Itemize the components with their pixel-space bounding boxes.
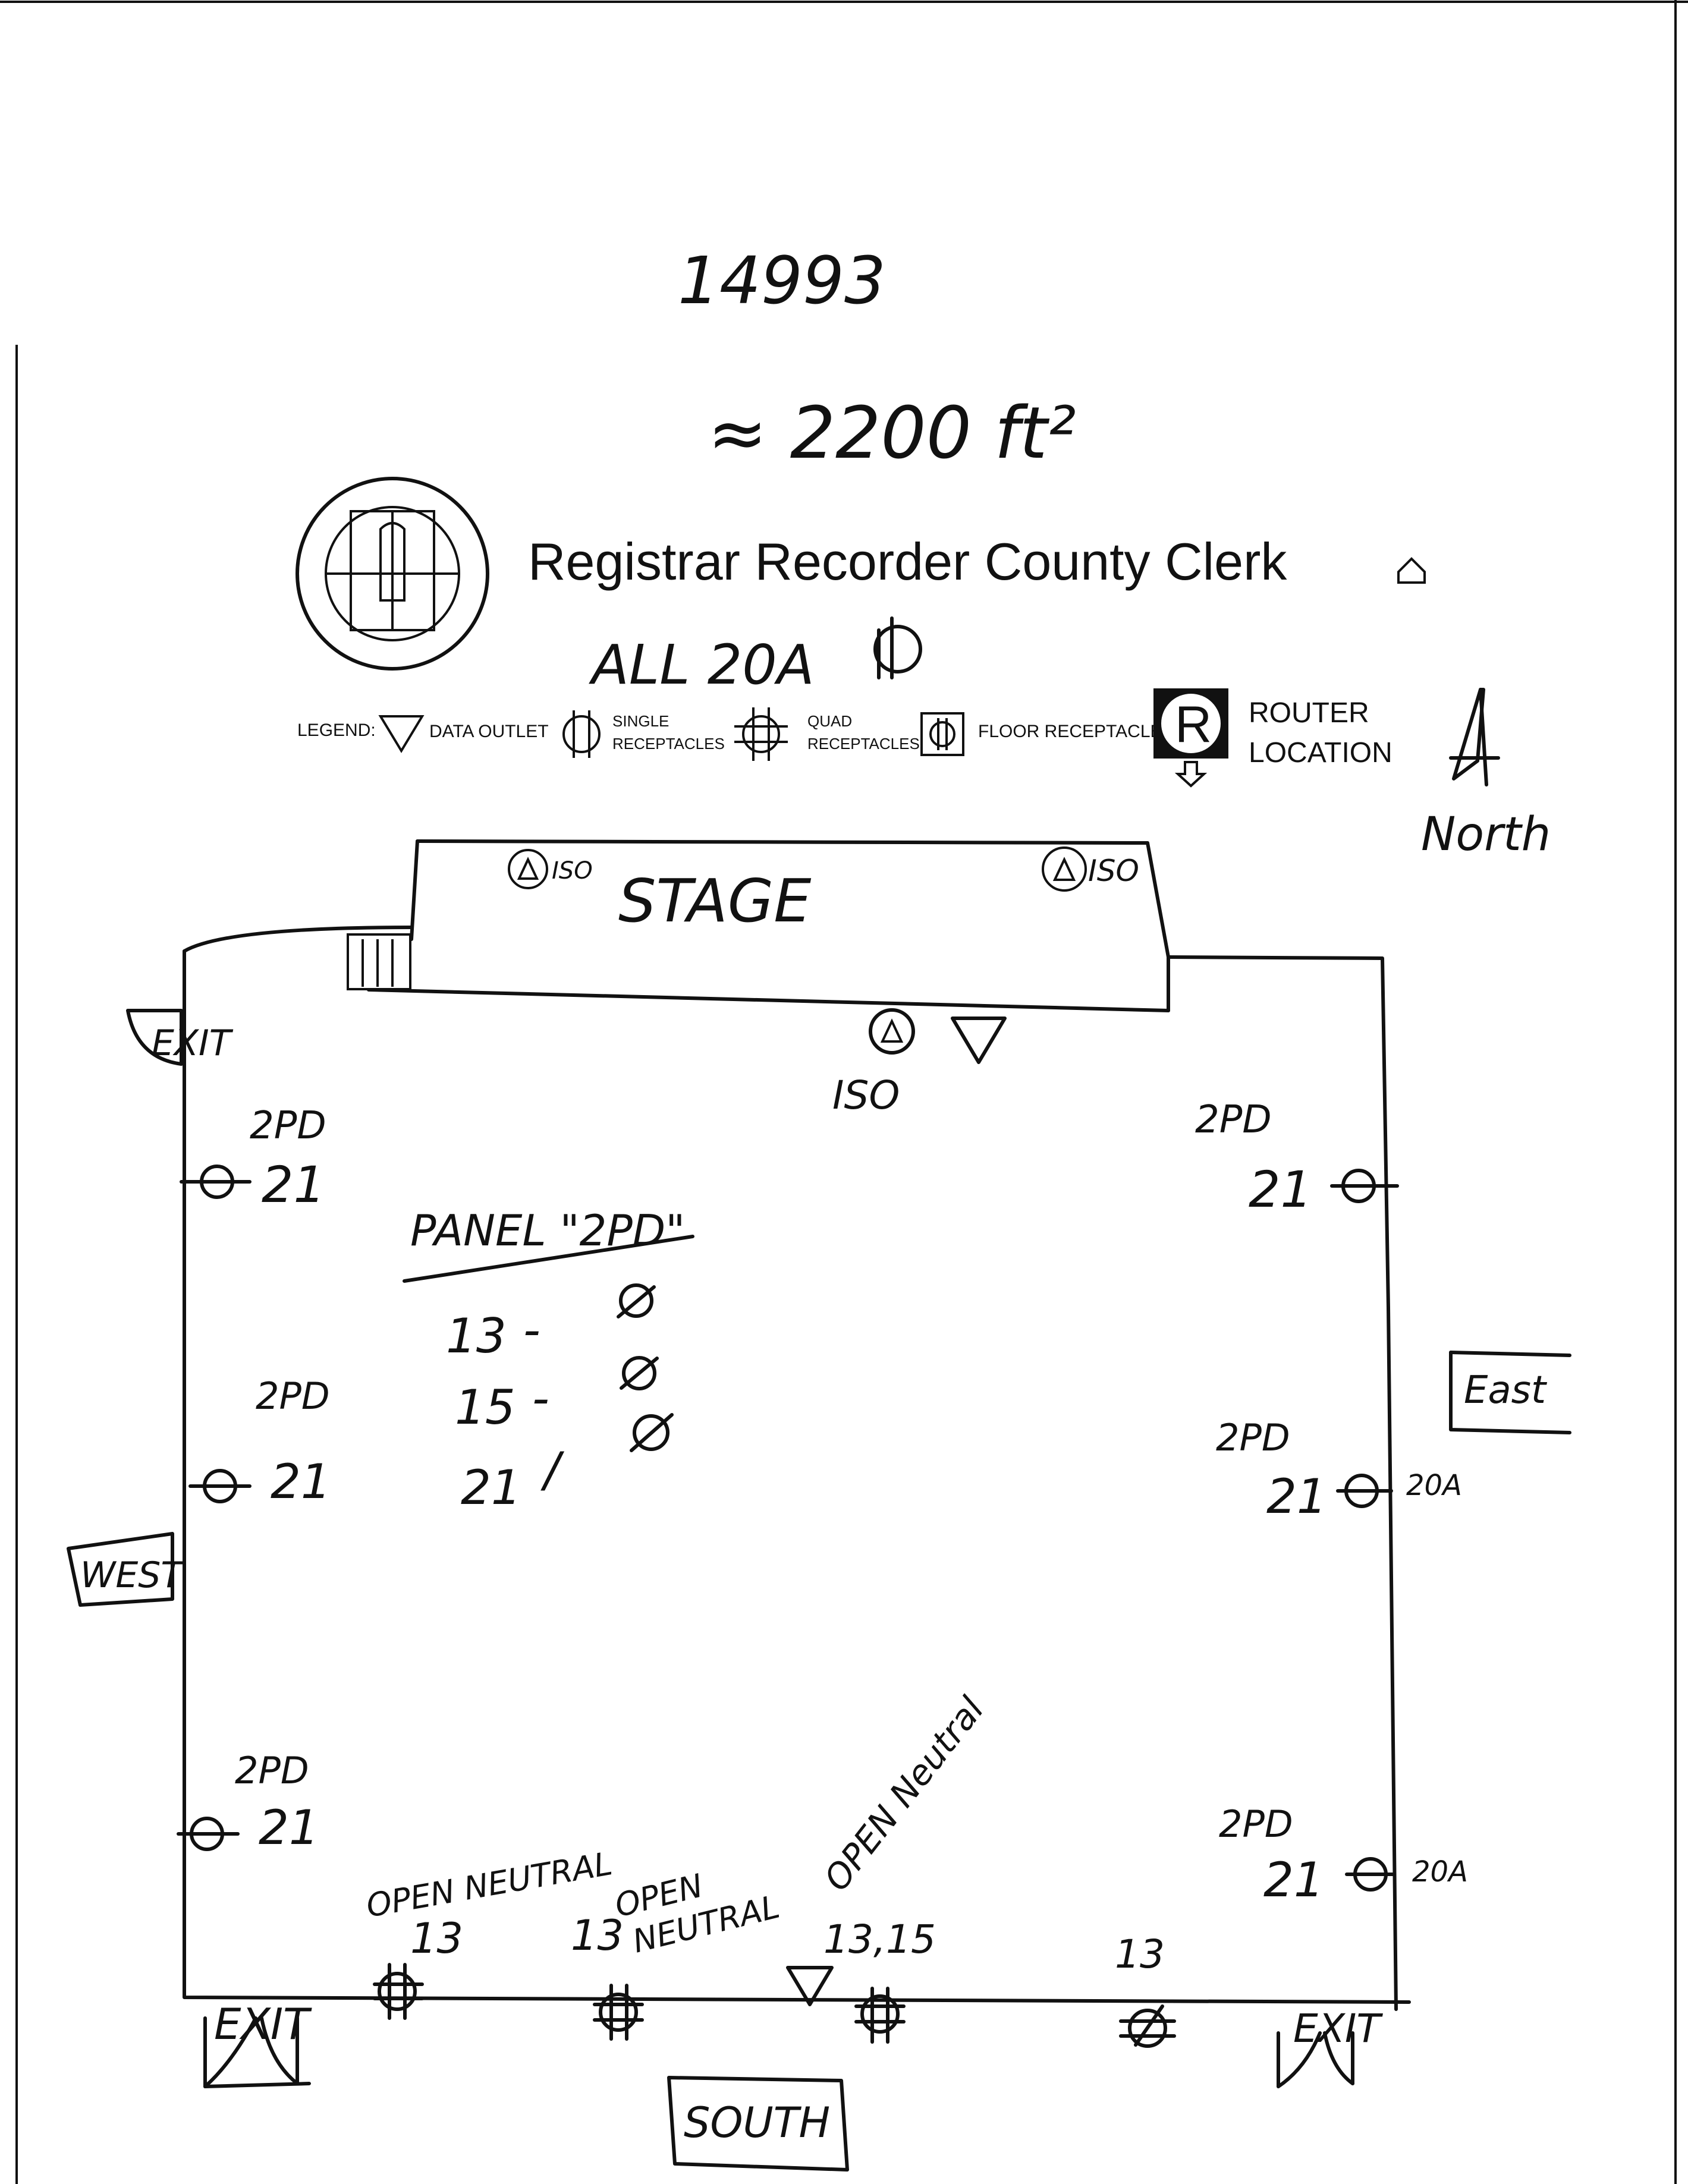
svg-text:20A: 20A bbox=[1412, 1855, 1468, 1889]
exit-door-west bbox=[126, 1009, 183, 1066]
receptacle-east-3: 2PD 21 20A bbox=[1219, 1802, 1468, 1908]
svg-text:21: 21 bbox=[1266, 1469, 1327, 1524]
svg-text:13: 13 bbox=[446, 1308, 507, 1364]
floor-receptacle-icon bbox=[873, 616, 922, 679]
stage-iso-right: ISO bbox=[1088, 854, 1139, 888]
receptacle-south-3: OPEN Neutral 13,15 bbox=[786, 1689, 992, 2044]
data-outlet-icon-stage bbox=[951, 1017, 1007, 1064]
svg-text:-: - bbox=[523, 1302, 540, 1358]
org-title: Registrar Recorder County Clerk bbox=[528, 532, 1287, 591]
west-exit-label: EXIT bbox=[152, 1022, 234, 1064]
east-label-box: East bbox=[1449, 1351, 1571, 1434]
legend-router-1: ROUTER bbox=[1249, 697, 1369, 729]
svg-text:2PD: 2PD bbox=[235, 1749, 309, 1792]
router-symbol: R bbox=[1175, 696, 1212, 753]
home-icon bbox=[1397, 557, 1426, 584]
south-label: SOUTH bbox=[684, 2098, 830, 2147]
svg-text:OPEN Neutral: OPEN Neutral bbox=[816, 1689, 992, 1899]
svg-text:-: - bbox=[532, 1371, 549, 1426]
iso-receptacle-icon-right bbox=[1042, 846, 1087, 892]
se-exit-label: EXIT bbox=[1293, 2006, 1383, 2051]
floor-receptacle-legend-icon bbox=[920, 712, 964, 756]
receptacle-west-2: 2PD 21 bbox=[188, 1374, 331, 1509]
panel-title: PANEL "2PD" bbox=[410, 1206, 685, 1255]
west-label: WEST bbox=[80, 1554, 185, 1596]
svg-text:21: 21 bbox=[262, 1156, 325, 1214]
panel-schedule: PANEL "2PD" 13 - 15 - 21 / bbox=[403, 1206, 694, 1515]
legend: LEGEND: DATA OUTLET SINGLE RECEPTACLES Q… bbox=[297, 688, 1392, 788]
west-label-box: WEST bbox=[67, 1532, 185, 1607]
svg-text:2PD: 2PD bbox=[250, 1104, 326, 1148]
svg-text:21: 21 bbox=[1263, 1852, 1324, 1908]
legend-single-1: SINGLE bbox=[612, 712, 669, 730]
stage-iso-left: ISO bbox=[552, 857, 593, 885]
triangle-down-icon bbox=[378, 715, 425, 753]
receptacle-west-1: 2PD 21 bbox=[180, 1104, 326, 1214]
north-arrow-icon bbox=[1449, 688, 1500, 786]
svg-text:15: 15 bbox=[455, 1380, 515, 1435]
receptacle-east-1: 2PD 21 bbox=[1195, 1098, 1399, 1219]
area-note: ≈ 2200 ft² bbox=[708, 392, 1076, 475]
exit-door-southeast bbox=[1277, 2031, 1354, 2088]
north-label: North bbox=[1421, 808, 1551, 861]
svg-text:2PD: 2PD bbox=[1195, 1098, 1272, 1142]
router-icon: R bbox=[1153, 688, 1228, 788]
svg-text:21: 21 bbox=[259, 1800, 319, 1855]
svg-text:13,15: 13,15 bbox=[823, 1916, 936, 1962]
iso-label-below: ISO bbox=[832, 1072, 900, 1118]
panel-row-13: 13 - bbox=[446, 1283, 656, 1364]
svg-text:21: 21 bbox=[1249, 1160, 1312, 1219]
legend-label: LEGEND: bbox=[297, 720, 376, 740]
svg-text:20A: 20A bbox=[1406, 1469, 1462, 1502]
svg-text:2PD: 2PD bbox=[1216, 1416, 1290, 1459]
stage-label: STAGE bbox=[618, 866, 811, 936]
room-outline bbox=[183, 926, 1411, 2011]
legend-router-2: LOCATION bbox=[1249, 737, 1392, 769]
south-label-box: SOUTH bbox=[667, 2076, 849, 2172]
legend-data-outlet: DATA OUTLET bbox=[429, 722, 549, 741]
exit-door-southwest bbox=[203, 2016, 311, 2088]
svg-text:2PD: 2PD bbox=[256, 1374, 330, 1418]
data-outlet-icon-south bbox=[786, 1966, 834, 2006]
svg-text:13: 13 bbox=[571, 1911, 624, 1960]
receptacle-south-4: 13 bbox=[1115, 1931, 1176, 2048]
legend-quad-1: QUAD bbox=[807, 712, 852, 730]
iso-receptacle-icon-below bbox=[869, 1008, 915, 1055]
svg-text:13: 13 bbox=[410, 1914, 463, 1963]
iso-receptacle-icon-left bbox=[508, 849, 548, 889]
east-label: East bbox=[1464, 1368, 1548, 1412]
stage-outline bbox=[347, 839, 1170, 1012]
svg-text:2PD: 2PD bbox=[1219, 1802, 1293, 1846]
single-receptacle-icon bbox=[562, 710, 601, 758]
panel-row-21: 21 / bbox=[461, 1413, 674, 1515]
receptacle-east-2: 2PD 21 20A bbox=[1216, 1416, 1462, 1524]
sw-exit-label: EXIT bbox=[214, 1999, 312, 2049]
svg-text:13: 13 bbox=[1115, 1931, 1165, 1977]
svg-text:/: / bbox=[540, 1442, 565, 1497]
panel-row-15: 15 - bbox=[455, 1356, 659, 1435]
svg-text:21: 21 bbox=[461, 1460, 521, 1515]
legend-floor: FLOOR RECEPTACLES bbox=[978, 722, 1174, 741]
legend-single-2: RECEPTACLES bbox=[612, 735, 725, 753]
legend-quad-2: RECEPTACLES bbox=[807, 735, 920, 753]
receptacle-south-2: 13 OPEN NEUTRAL bbox=[571, 1867, 783, 2041]
receptacle-west-3: 2PD 21 bbox=[177, 1749, 319, 1855]
county-seal bbox=[296, 477, 489, 671]
sheet-number: 14993 bbox=[678, 243, 886, 319]
quad-receptacle-icon bbox=[734, 707, 788, 761]
svg-text:21: 21 bbox=[271, 1454, 331, 1509]
all-amps-note: ALL 20A bbox=[589, 633, 815, 697]
